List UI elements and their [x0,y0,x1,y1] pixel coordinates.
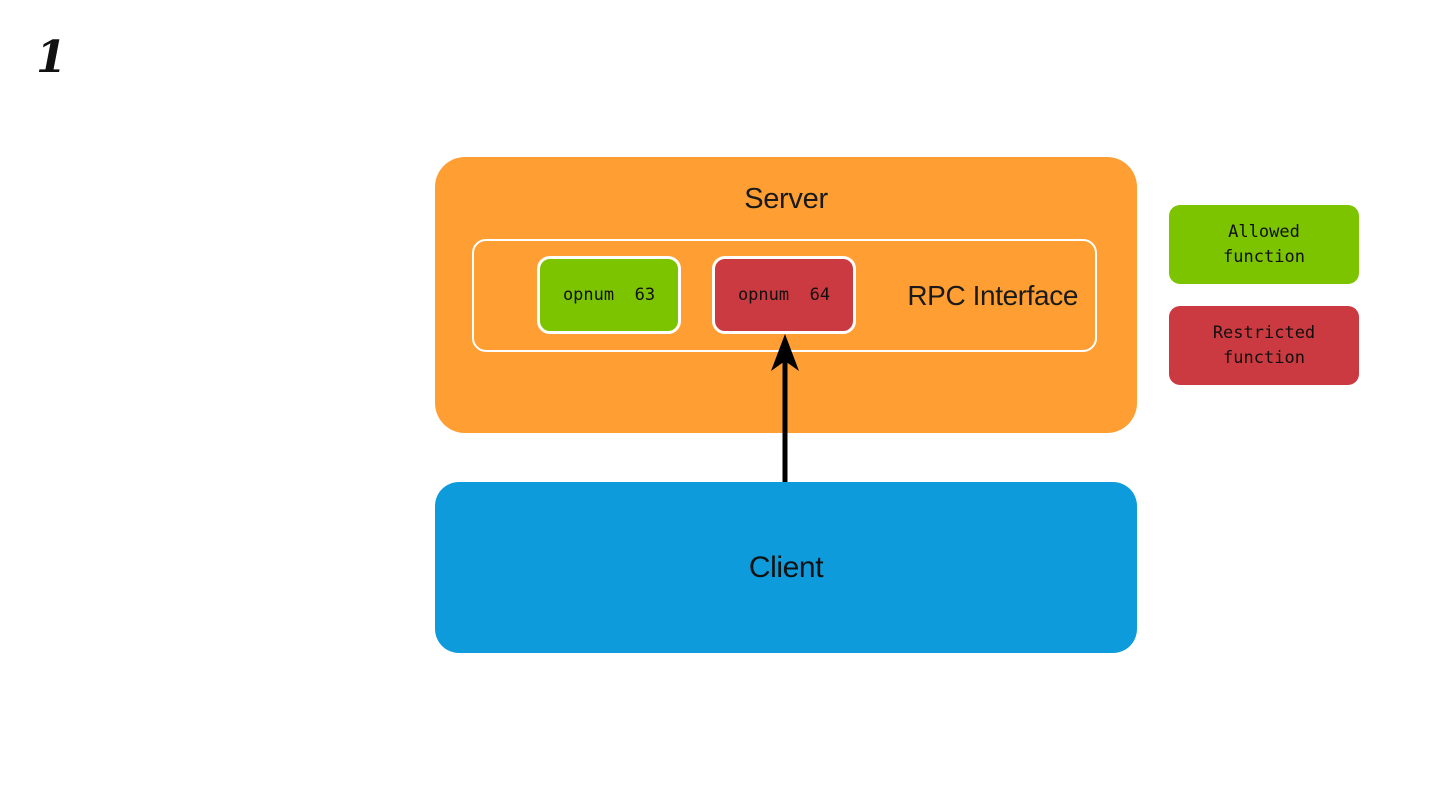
rpc-interface-label: RPC Interface [907,279,1078,311]
legend-item-restricted: Restricted function [1169,306,1359,385]
opnum-64-label: opnum 64 [737,285,831,305]
opnum-63-box[interactable]: opnum 63 [537,256,681,334]
client-title: Client [748,550,824,584]
server-title: Server [744,183,828,215]
opnum-64-box[interactable]: opnum 64 [712,256,856,334]
legend-item-allowed: Allowed function [1169,205,1359,284]
client-to-opnum64-arrow [771,334,799,495]
opnum-63-label: opnum 63 [562,285,656,305]
legend-item-allowed-label: Allowed function [1223,221,1305,267]
legend-item-restricted-label: Restricted function [1212,322,1316,368]
slide-number: 1 [36,32,67,83]
legend: Allowed function Restricted function [1169,205,1359,385]
client-box: Client [435,482,1137,653]
